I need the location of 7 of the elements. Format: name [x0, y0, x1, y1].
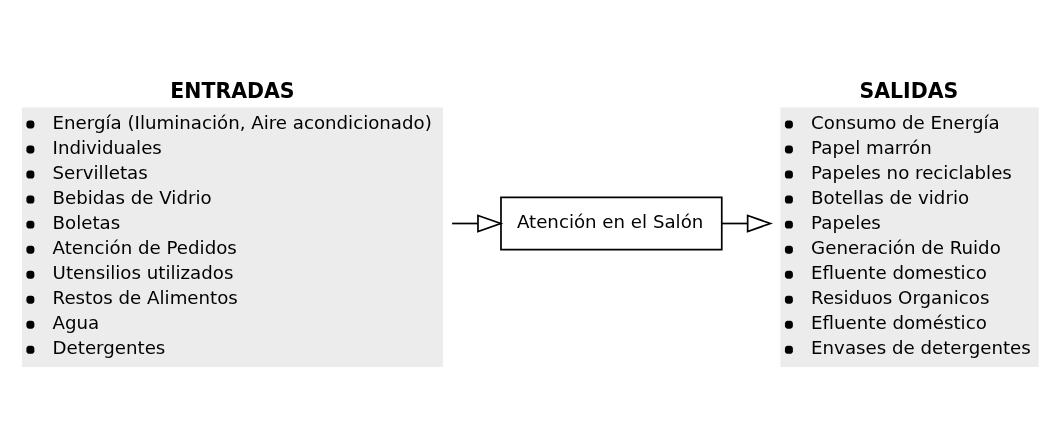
node-box: Consumo de Energía Papel marrón Papeles no reciclables Botellas de vidrio Papeles Generación de Ruido Efluente domestico Residuos Organicos Efluente doméstico Envases de detergentes	[780, 106, 1039, 367]
node-label: ENTRADAS	[170, 78, 295, 103]
node-box: Energía (Iluminación, Aire acondicionado) Individuales Servilletas Bebidas de Vidrio Boletas Atención de Pedidos Utensilios utilizados Restos de Alimentos Agua Detergentes	[21, 106, 443, 367]
node-box: Atención en el Salón	[500, 195, 723, 251]
node-label: SALIDAS	[859, 78, 959, 103]
arrow	[451, 213, 504, 233]
arrow	[721, 213, 773, 233]
